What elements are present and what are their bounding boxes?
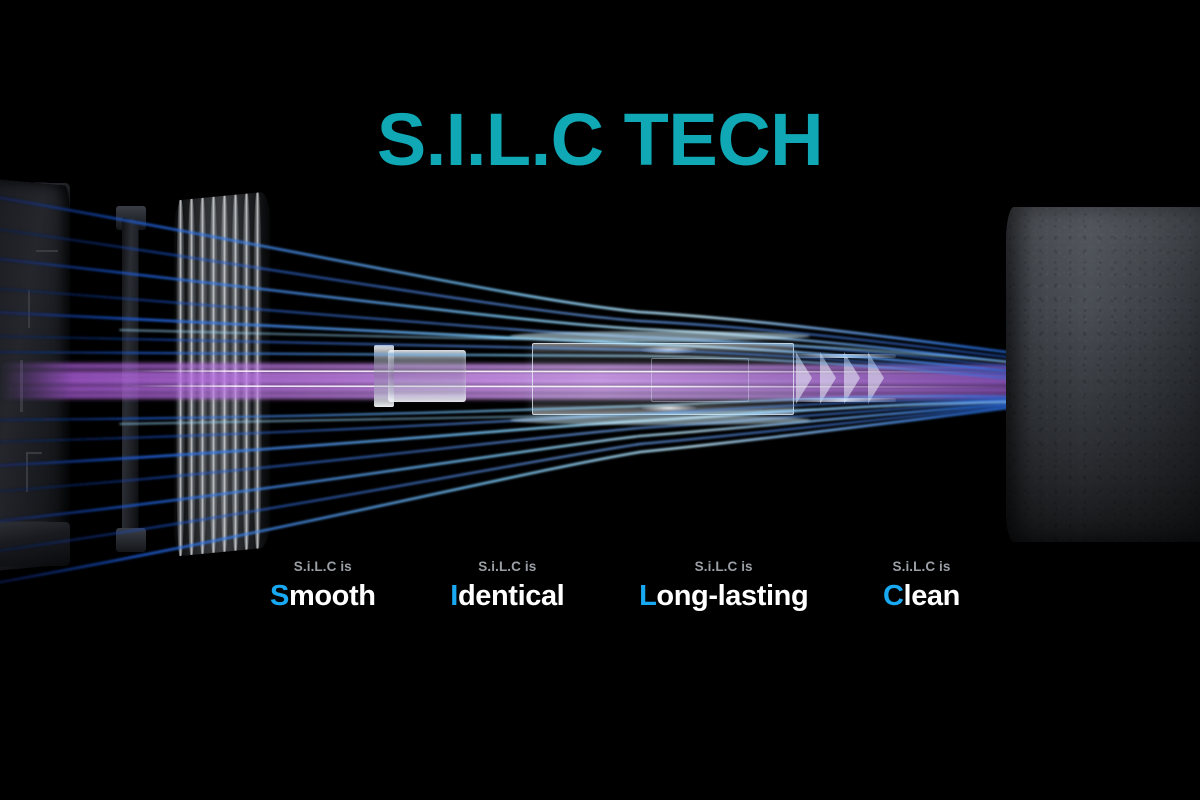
mouthpiece-block bbox=[1006, 207, 1200, 542]
feature-label: Identical bbox=[450, 579, 565, 612]
feature-item-identical: S.i.L.C is Identical bbox=[450, 560, 564, 611]
glass-chamber-inner-sleeve bbox=[651, 358, 749, 402]
bellows-fold bbox=[796, 352, 812, 404]
bellows-fold bbox=[820, 352, 836, 404]
feature-label-rest: ong-lasting bbox=[656, 579, 809, 612]
glass-chamber-bottom-dimple bbox=[641, 404, 697, 412]
nozzle-fitting bbox=[374, 345, 466, 407]
nozzle-barrel bbox=[388, 350, 466, 402]
feature-kicker: S.i.L.C is bbox=[478, 559, 537, 574]
bellows-fold bbox=[868, 352, 884, 404]
feature-list: S.i.L.C is Smooth S.i.L.C is Identical S… bbox=[270, 560, 960, 611]
housing-marking-2 bbox=[28, 290, 30, 328]
feature-label: Clean bbox=[883, 579, 961, 612]
housing-marking-1 bbox=[36, 250, 58, 252]
feature-kicker: S.i.L.C is bbox=[694, 559, 753, 574]
feature-item-clean: S.i.L.C is Clean bbox=[883, 560, 960, 611]
feature-label: Long-lasting bbox=[639, 579, 809, 612]
feature-accent-letter: S bbox=[270, 579, 289, 612]
housing-marking-5 bbox=[26, 452, 42, 454]
feature-item-long-lasting: S.i.L.C is Long-lasting bbox=[639, 559, 809, 612]
feature-label: Smooth bbox=[270, 579, 376, 612]
feature-accent-letter: L bbox=[639, 579, 657, 612]
feature-accent-letter: C bbox=[883, 579, 904, 612]
feature-label-rest: lean bbox=[903, 579, 961, 612]
feature-kicker: S.i.L.C is bbox=[892, 559, 951, 574]
page-title: S.I.L.C TECH bbox=[376, 98, 824, 181]
feature-label-rest: mooth bbox=[288, 579, 376, 612]
feature-label-rest: dentical bbox=[457, 579, 565, 612]
housing-marking-4 bbox=[26, 452, 28, 492]
feature-kicker: S.i.L.C is bbox=[293, 559, 352, 574]
feature-item-smooth: S.i.L.C is Smooth bbox=[270, 560, 376, 611]
feature-accent-letter: I bbox=[450, 579, 458, 612]
